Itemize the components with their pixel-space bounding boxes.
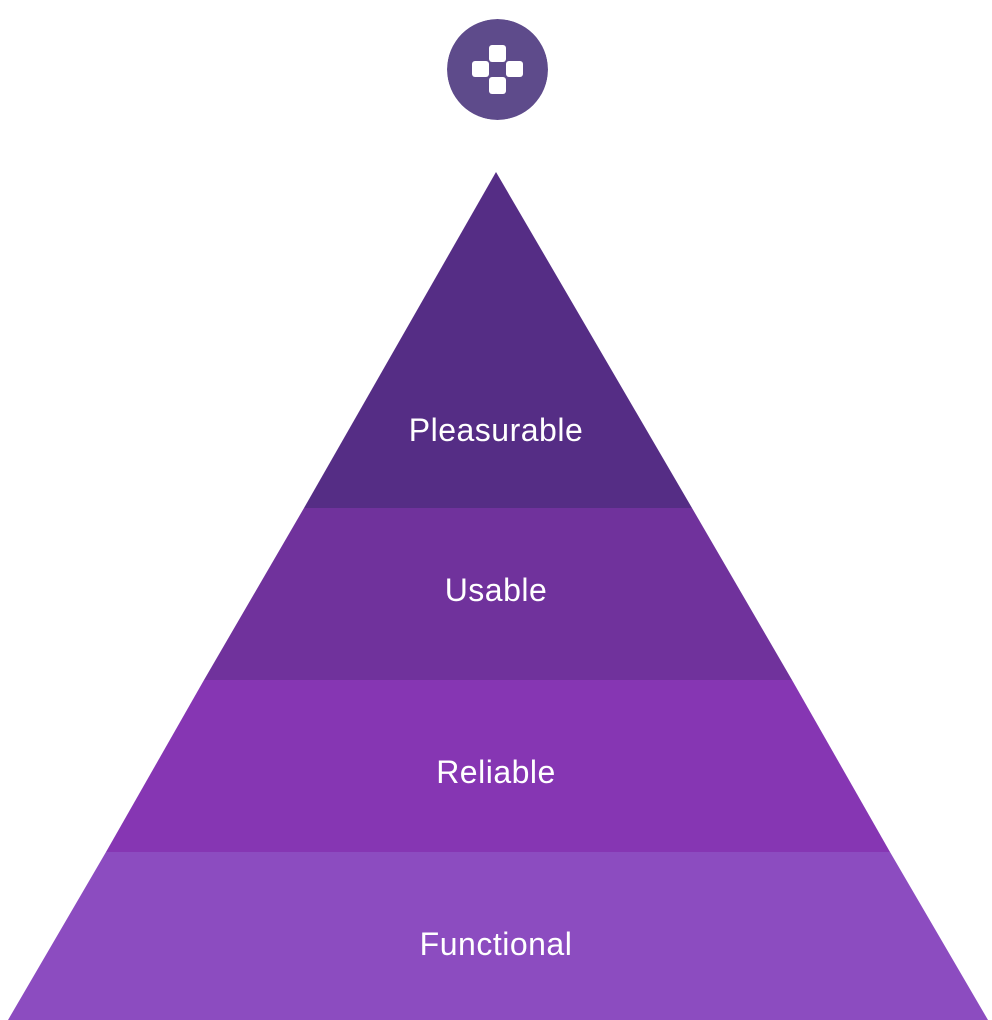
tier-label-pleasurable: Pleasurable [408, 412, 584, 448]
logo [447, 19, 548, 120]
tier-reliable [106, 680, 890, 852]
tier-label-reliable: Reliable [436, 754, 556, 790]
tier-functional [8, 852, 988, 1020]
tier-pleasurable [304, 172, 692, 508]
plus-blocks-icon [447, 19, 548, 120]
tier-usable [204, 508, 792, 680]
tier-label-functional: Functional [419, 926, 573, 962]
tier-label-usable: Usable [444, 572, 548, 608]
